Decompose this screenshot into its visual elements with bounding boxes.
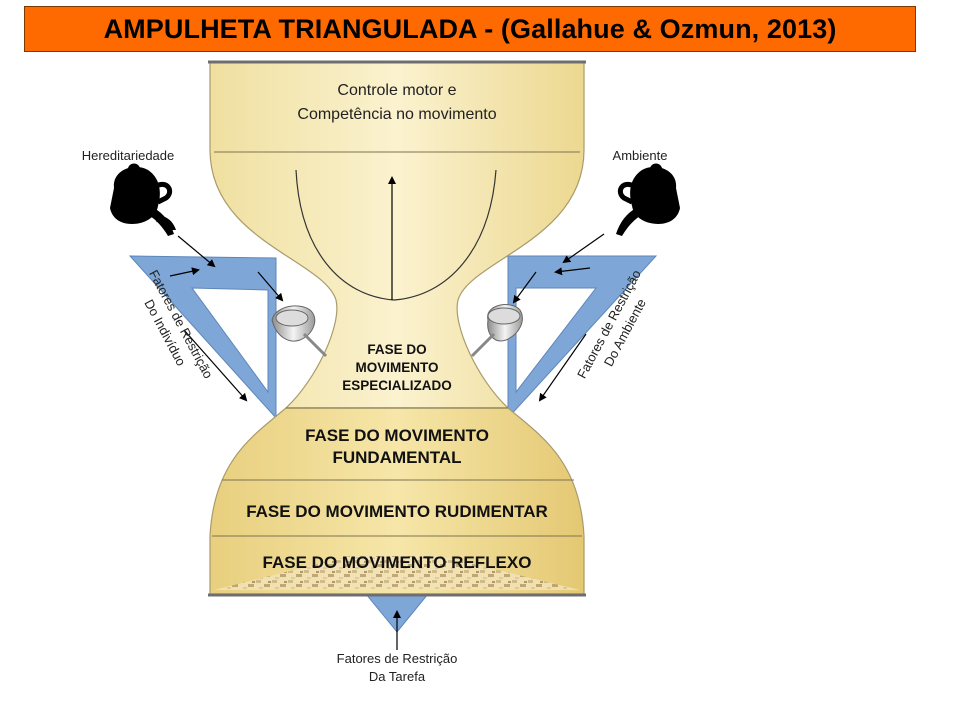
phase-specialized-line3: ESPECIALIZADO — [342, 378, 452, 393]
phase-specialized-line2: MOVIMENTO — [355, 360, 438, 375]
environment-label: Ambiente — [613, 148, 668, 163]
phase-reflex: FASE DO MOVIMENTO REFLEXO — [263, 553, 532, 572]
top-chamber-line2: Competência no movimento — [297, 106, 496, 123]
page-title: AMPULHETA TRIANGULADA - (Gallahue & Ozmu… — [103, 13, 837, 44]
title-banner: AMPULHETA TRIANGULADA - (Gallahue & Ozmu… — [24, 6, 916, 52]
phase-specialized-line1: FASE DO — [367, 342, 426, 357]
phase-fundamental-line1: FASE DO MOVIMENTO — [305, 426, 489, 445]
task-constraints-triangle — [364, 593, 430, 650]
sand-texture — [214, 556, 580, 590]
phase-fundamental-line2: FUNDAMENTAL — [332, 448, 461, 467]
teapot-icon — [616, 163, 680, 236]
task-constraints-line2: Da Tarefa — [369, 669, 426, 684]
heredity-label: Hereditariedade — [82, 148, 175, 163]
top-chamber-line1: Controle motor e — [337, 82, 456, 99]
environment-constraints-triangle — [507, 255, 658, 420]
funnel-icon — [271, 305, 328, 358]
phase-rudimentary: FASE DO MOVIMENTO RUDIMENTAR — [246, 502, 548, 521]
funnel-icon — [470, 304, 523, 358]
task-constraints-line1: Fatores de Restrição — [337, 651, 458, 666]
hourglass — [208, 60, 586, 597]
teapot-icon — [110, 163, 176, 236]
